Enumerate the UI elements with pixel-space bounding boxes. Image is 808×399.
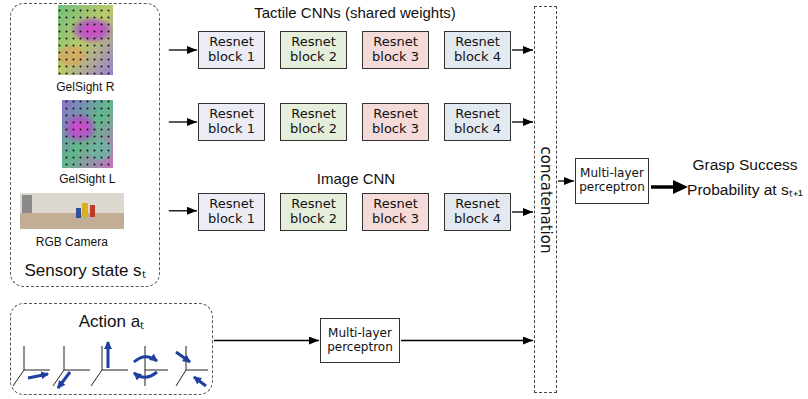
box-label: Resnet block 2 (284, 35, 343, 65)
rgb-camera-image (20, 193, 124, 229)
process-box: Resnet block 1 (198, 103, 265, 141)
box-label: Resnet block 4 (448, 35, 507, 65)
process-box: Resnet block 1 (198, 193, 265, 231)
arrow-connector (401, 340, 533, 341)
gelsight-right-image (58, 5, 114, 75)
camera-object (76, 208, 81, 218)
process-box: Resnet block 3 (362, 31, 429, 69)
output-arrow-shaft (651, 185, 676, 189)
box-label: Resnet block 2 (284, 197, 343, 227)
gelsight-left-image (62, 100, 113, 168)
marker-dots (58, 5, 113, 75)
group-title: Action aₜ (11, 309, 212, 332)
group-title: Sensory state sₜ (11, 258, 159, 281)
sensor-label: GelSight R (56, 80, 114, 94)
sensor-image: GelSight L (14, 100, 168, 168)
axis-icon (13, 346, 50, 386)
output-arrow-head (673, 180, 688, 194)
output-label: Grasp Success Probability at sₜ₊₁ (686, 153, 804, 203)
arrow-connector (512, 49, 533, 50)
arrow-connector (169, 49, 197, 50)
process-box: Resnet block 3 (362, 193, 429, 231)
sensor-image: RGB Camera (14, 193, 168, 229)
camera-object (22, 195, 32, 213)
box-label: Multi-layer perceptron (324, 327, 396, 355)
process-box: Resnet block 1 (198, 31, 265, 69)
camera-object (82, 203, 88, 217)
arrow-connector (512, 211, 533, 212)
process-box: Resnet block 3 (362, 103, 429, 141)
tactile-image (58, 5, 113, 75)
marker-dots (62, 100, 113, 168)
box-label: Resnet block 3 (366, 107, 425, 137)
axis-icon (134, 346, 168, 386)
box-label: Resnet block 1 (202, 107, 261, 137)
arrow-connector (558, 180, 574, 181)
camera-object (90, 205, 95, 217)
concatenation-bar: concatenation (534, 6, 557, 393)
box-label: Resnet block 4 (448, 107, 507, 137)
box-label: Resnet block 1 (202, 197, 261, 227)
sensor-image: GelSight R (14, 5, 168, 77)
box-label: Resnet block 4 (448, 197, 507, 227)
group-panel: Sensory state sₜ GelSight R GelSight L RGB … (10, 3, 160, 287)
box-label: Resnet block 3 (366, 35, 425, 65)
action-icons (13, 342, 208, 388)
bar-label: concatenation (537, 146, 555, 253)
process-box: Resnet block 4 (444, 103, 511, 141)
arrow-connector (214, 340, 319, 341)
sensor-label: GelSight L (59, 172, 115, 186)
camera-wall (20, 193, 124, 229)
group-panel: Action aₜ (10, 303, 213, 395)
section-label: Image CNN (300, 170, 412, 188)
process-box: Resnet block 2 (280, 193, 347, 231)
process-box: Resnet block 4 (444, 193, 511, 231)
arrow-connector (169, 121, 197, 122)
axis-icon (176, 346, 208, 386)
axis-icon (53, 346, 90, 388)
process-box: Multi-layer perceptron (320, 318, 400, 363)
process-box: Resnet block 2 (280, 31, 347, 69)
axis-icon (91, 342, 128, 386)
sensor-label: RGB Camera (36, 235, 108, 249)
section-label: Tactile CNNs (shared weights) (230, 4, 480, 22)
process-box: Resnet block 2 (280, 103, 347, 141)
box-label: Resnet block 2 (284, 107, 343, 137)
process-box: Resnet block 4 (444, 31, 511, 69)
process-box: Multi-layer perceptron (575, 158, 649, 204)
arrow-connector (169, 210, 197, 211)
tactile-image (62, 100, 113, 168)
box-label: Resnet block 1 (202, 35, 261, 65)
camera-floor (20, 213, 124, 229)
box-label: Multi-layer perceptron (579, 167, 645, 195)
output-arrow (651, 180, 688, 194)
arrow-connector (512, 121, 533, 122)
box-label: Resnet block 3 (366, 197, 425, 227)
